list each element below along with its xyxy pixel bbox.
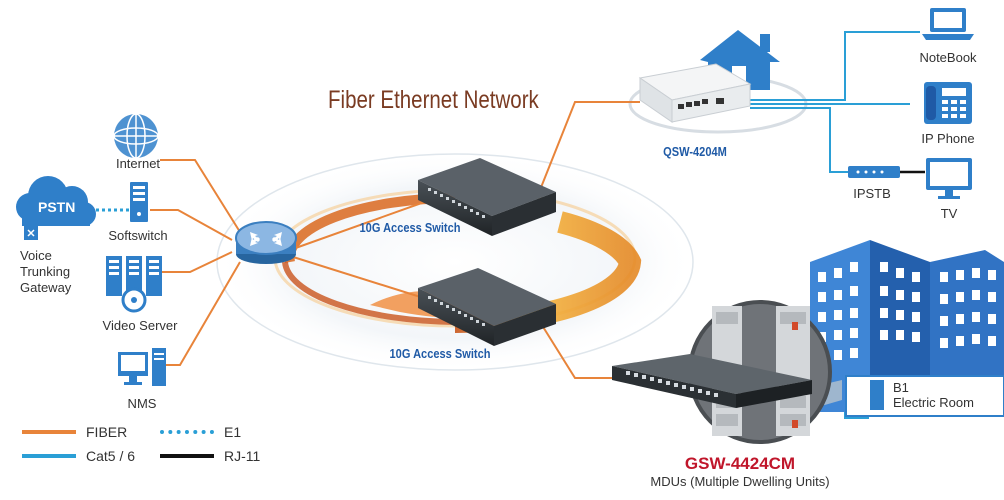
label-switch-top: 10G Access Switch <box>359 220 461 235</box>
label-nms: NMS <box>127 396 157 411</box>
electric-cabinet-icon <box>870 380 884 410</box>
nms-computer-icon <box>118 348 166 386</box>
label-electric-room: B1 Electric Room <box>893 380 974 410</box>
label-mdu: MDUs (Multiple Dwelling Units) <box>650 474 830 489</box>
ip-phone-icon <box>924 82 972 124</box>
legend-rj11-label: RJ-11 <box>224 448 261 464</box>
label-switch-bottom: 10G Access Switch <box>389 346 491 361</box>
legend-fiber-label: FIBER <box>86 424 128 440</box>
label-ipstb: IPSTB <box>853 186 891 201</box>
label-gateway: Voice Trunking Gateway <box>20 248 71 296</box>
legend-fiber-swatch <box>22 430 76 434</box>
label-gateway-line1: Voice <box>20 248 52 263</box>
label-internet: Internet <box>115 156 161 171</box>
router-icon <box>235 221 297 264</box>
label-qsw: QSW-4204M <box>663 144 727 159</box>
label-gsw: GSW-4424CM <box>684 454 796 473</box>
globe-icon <box>113 113 159 159</box>
legend-e1-label: E1 <box>224 424 242 440</box>
ipstb-icon <box>848 166 900 178</box>
diagram-title: Fiber Ethernet Network <box>328 86 539 114</box>
tv-icon <box>926 158 972 199</box>
softswitch-server-icon <box>130 182 148 222</box>
label-notebook: NoteBook <box>919 50 977 65</box>
legend-fiber: FIBER <box>22 424 127 440</box>
legend-e1-swatch <box>160 430 214 434</box>
label-electric-room-text: Electric Room <box>893 395 974 410</box>
label-gateway-line2: Trunking <box>20 264 71 279</box>
label-softswitch: Softswitch <box>108 228 168 243</box>
legend-cat-label: Cat5 / 6 <box>86 448 136 464</box>
legend-rj11-swatch <box>160 454 214 458</box>
fiber-lines <box>150 101 640 379</box>
legend-rj11: RJ-11 <box>160 448 260 464</box>
label-tv: TV <box>940 206 958 221</box>
gsw-device-icon <box>612 354 812 408</box>
legend-e1: E1 <box>160 424 241 440</box>
label-pstn: PSTN <box>38 199 76 215</box>
notebook-icon <box>922 8 974 40</box>
legend-cat-swatch <box>22 454 76 458</box>
label-ip-phone: IP Phone <box>921 131 975 146</box>
video-server-icon <box>106 256 162 313</box>
label-b1: B1 <box>893 380 909 395</box>
qsw-device-icon <box>638 63 752 123</box>
switch-top-icon <box>418 158 556 236</box>
legend-cat: Cat5 / 6 <box>22 448 135 464</box>
label-video-server: Video Server <box>102 318 178 333</box>
switch-bottom-icon <box>418 268 556 346</box>
label-gateway-line3: Gateway <box>20 280 72 295</box>
pstn-cloud-icon <box>16 176 96 240</box>
